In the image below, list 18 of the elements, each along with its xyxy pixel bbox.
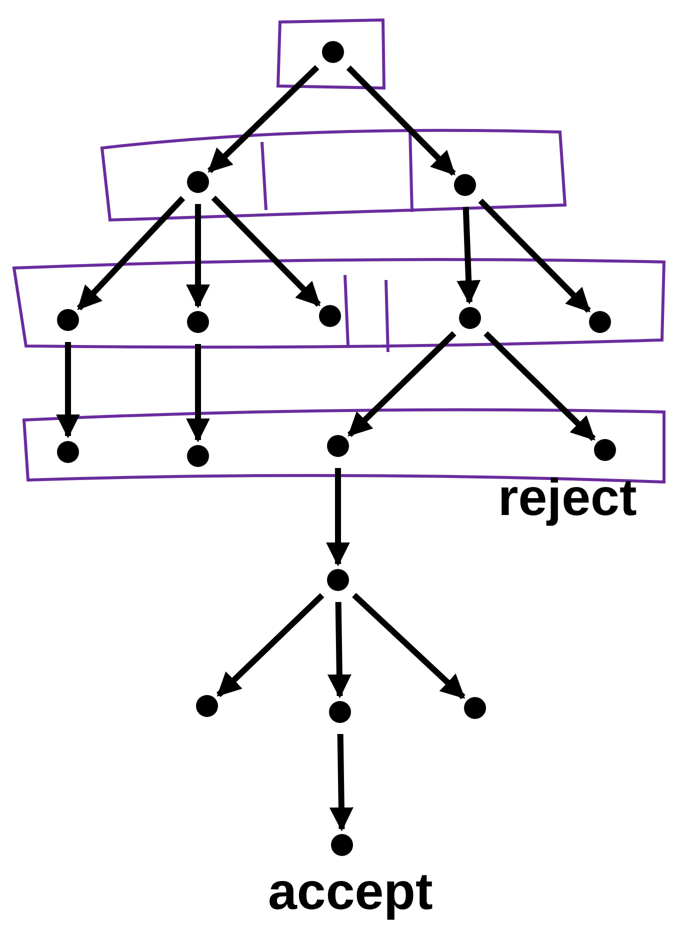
arrow <box>327 602 352 698</box>
arrow <box>456 206 481 304</box>
arrow <box>484 331 596 441</box>
arrow <box>346 66 456 176</box>
arrow <box>211 196 321 307</box>
arrow <box>207 65 320 174</box>
arrow <box>56 342 80 438</box>
arrow <box>329 734 354 832</box>
arrow <box>478 198 591 313</box>
arrow <box>186 344 210 442</box>
arrow <box>347 331 456 438</box>
node-caption: reject <box>498 472 637 524</box>
arrow <box>326 468 350 566</box>
arrow <box>186 204 210 308</box>
arrow <box>76 196 186 310</box>
node-caption: accept <box>268 866 433 918</box>
arrow <box>352 592 466 700</box>
arrow <box>216 593 324 698</box>
